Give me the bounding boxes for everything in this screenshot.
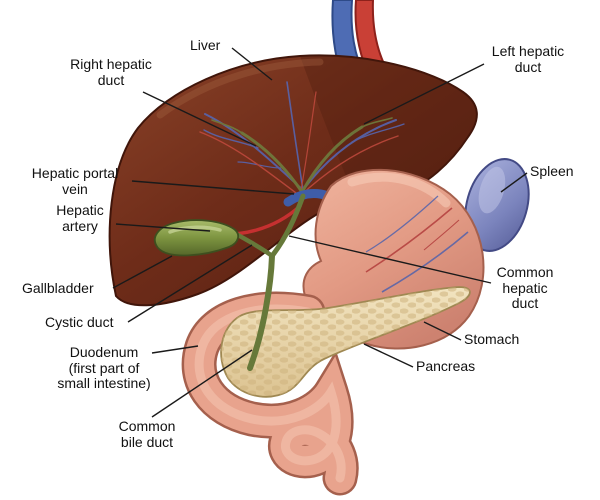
left-hepatic-duct-shape	[300, 125, 364, 194]
liver-left-lobe-shade	[300, 55, 477, 202]
label-hepatic-artery: Hepatic artery	[56, 202, 104, 234]
common-hepatic-duct-shape	[269, 193, 306, 259]
label-pancreas: Pancreas	[416, 358, 476, 374]
label-hepatic-portal-vein: Hepatic portal vein	[31, 165, 119, 197]
leader-common-bile-duct	[151, 349, 253, 418]
label-left-hepatic-duct: Left hepatic duct	[491, 43, 565, 75]
leader-cystic-duct	[127, 244, 253, 323]
duodenum-shape	[181, 291, 359, 496]
label-cystic-duct: Cystic duct	[45, 314, 114, 330]
leader-common-hepatic-duct	[288, 235, 492, 284]
label-common-bile-duct: Common bile duct	[118, 418, 176, 450]
label-stomach: Stomach	[464, 331, 520, 347]
leader-hepatic-portal-vein	[131, 180, 295, 195]
label-spleen: Spleen	[530, 163, 574, 179]
stomach-sheen	[347, 172, 451, 208]
liver-surface-vessels	[199, 81, 405, 197]
label-common-hepatic-duct: Common hepatic duct	[496, 264, 554, 312]
right-hepatic-duct-shape	[240, 131, 304, 194]
leader-liver	[231, 47, 273, 81]
pancreas-shape	[220, 286, 471, 398]
liver-sheen	[156, 58, 324, 119]
leader-lines	[112, 47, 528, 418]
spleen-shape	[464, 158, 530, 252]
leader-spleen	[500, 172, 528, 193]
leader-right-hepatic-duct	[142, 91, 257, 147]
leader-hepatic-artery	[115, 223, 211, 232]
leader-stomach	[423, 321, 462, 341]
label-duodenum: Duodenum (first part of small intestine)	[57, 344, 151, 392]
stomach-surface-vessels	[365, 195, 469, 293]
leader-left-hepatic-duct	[363, 63, 485, 125]
common-bile-duct-shape	[247, 253, 275, 371]
label-gallbladder: Gallbladder	[22, 280, 94, 296]
leader-pancreas	[363, 343, 414, 368]
leader-duodenum	[151, 345, 199, 354]
label-right-hepatic-duct: Right hepatic duct	[70, 56, 152, 88]
label-liver: Liver	[190, 37, 221, 53]
leader-gallbladder	[112, 255, 173, 289]
